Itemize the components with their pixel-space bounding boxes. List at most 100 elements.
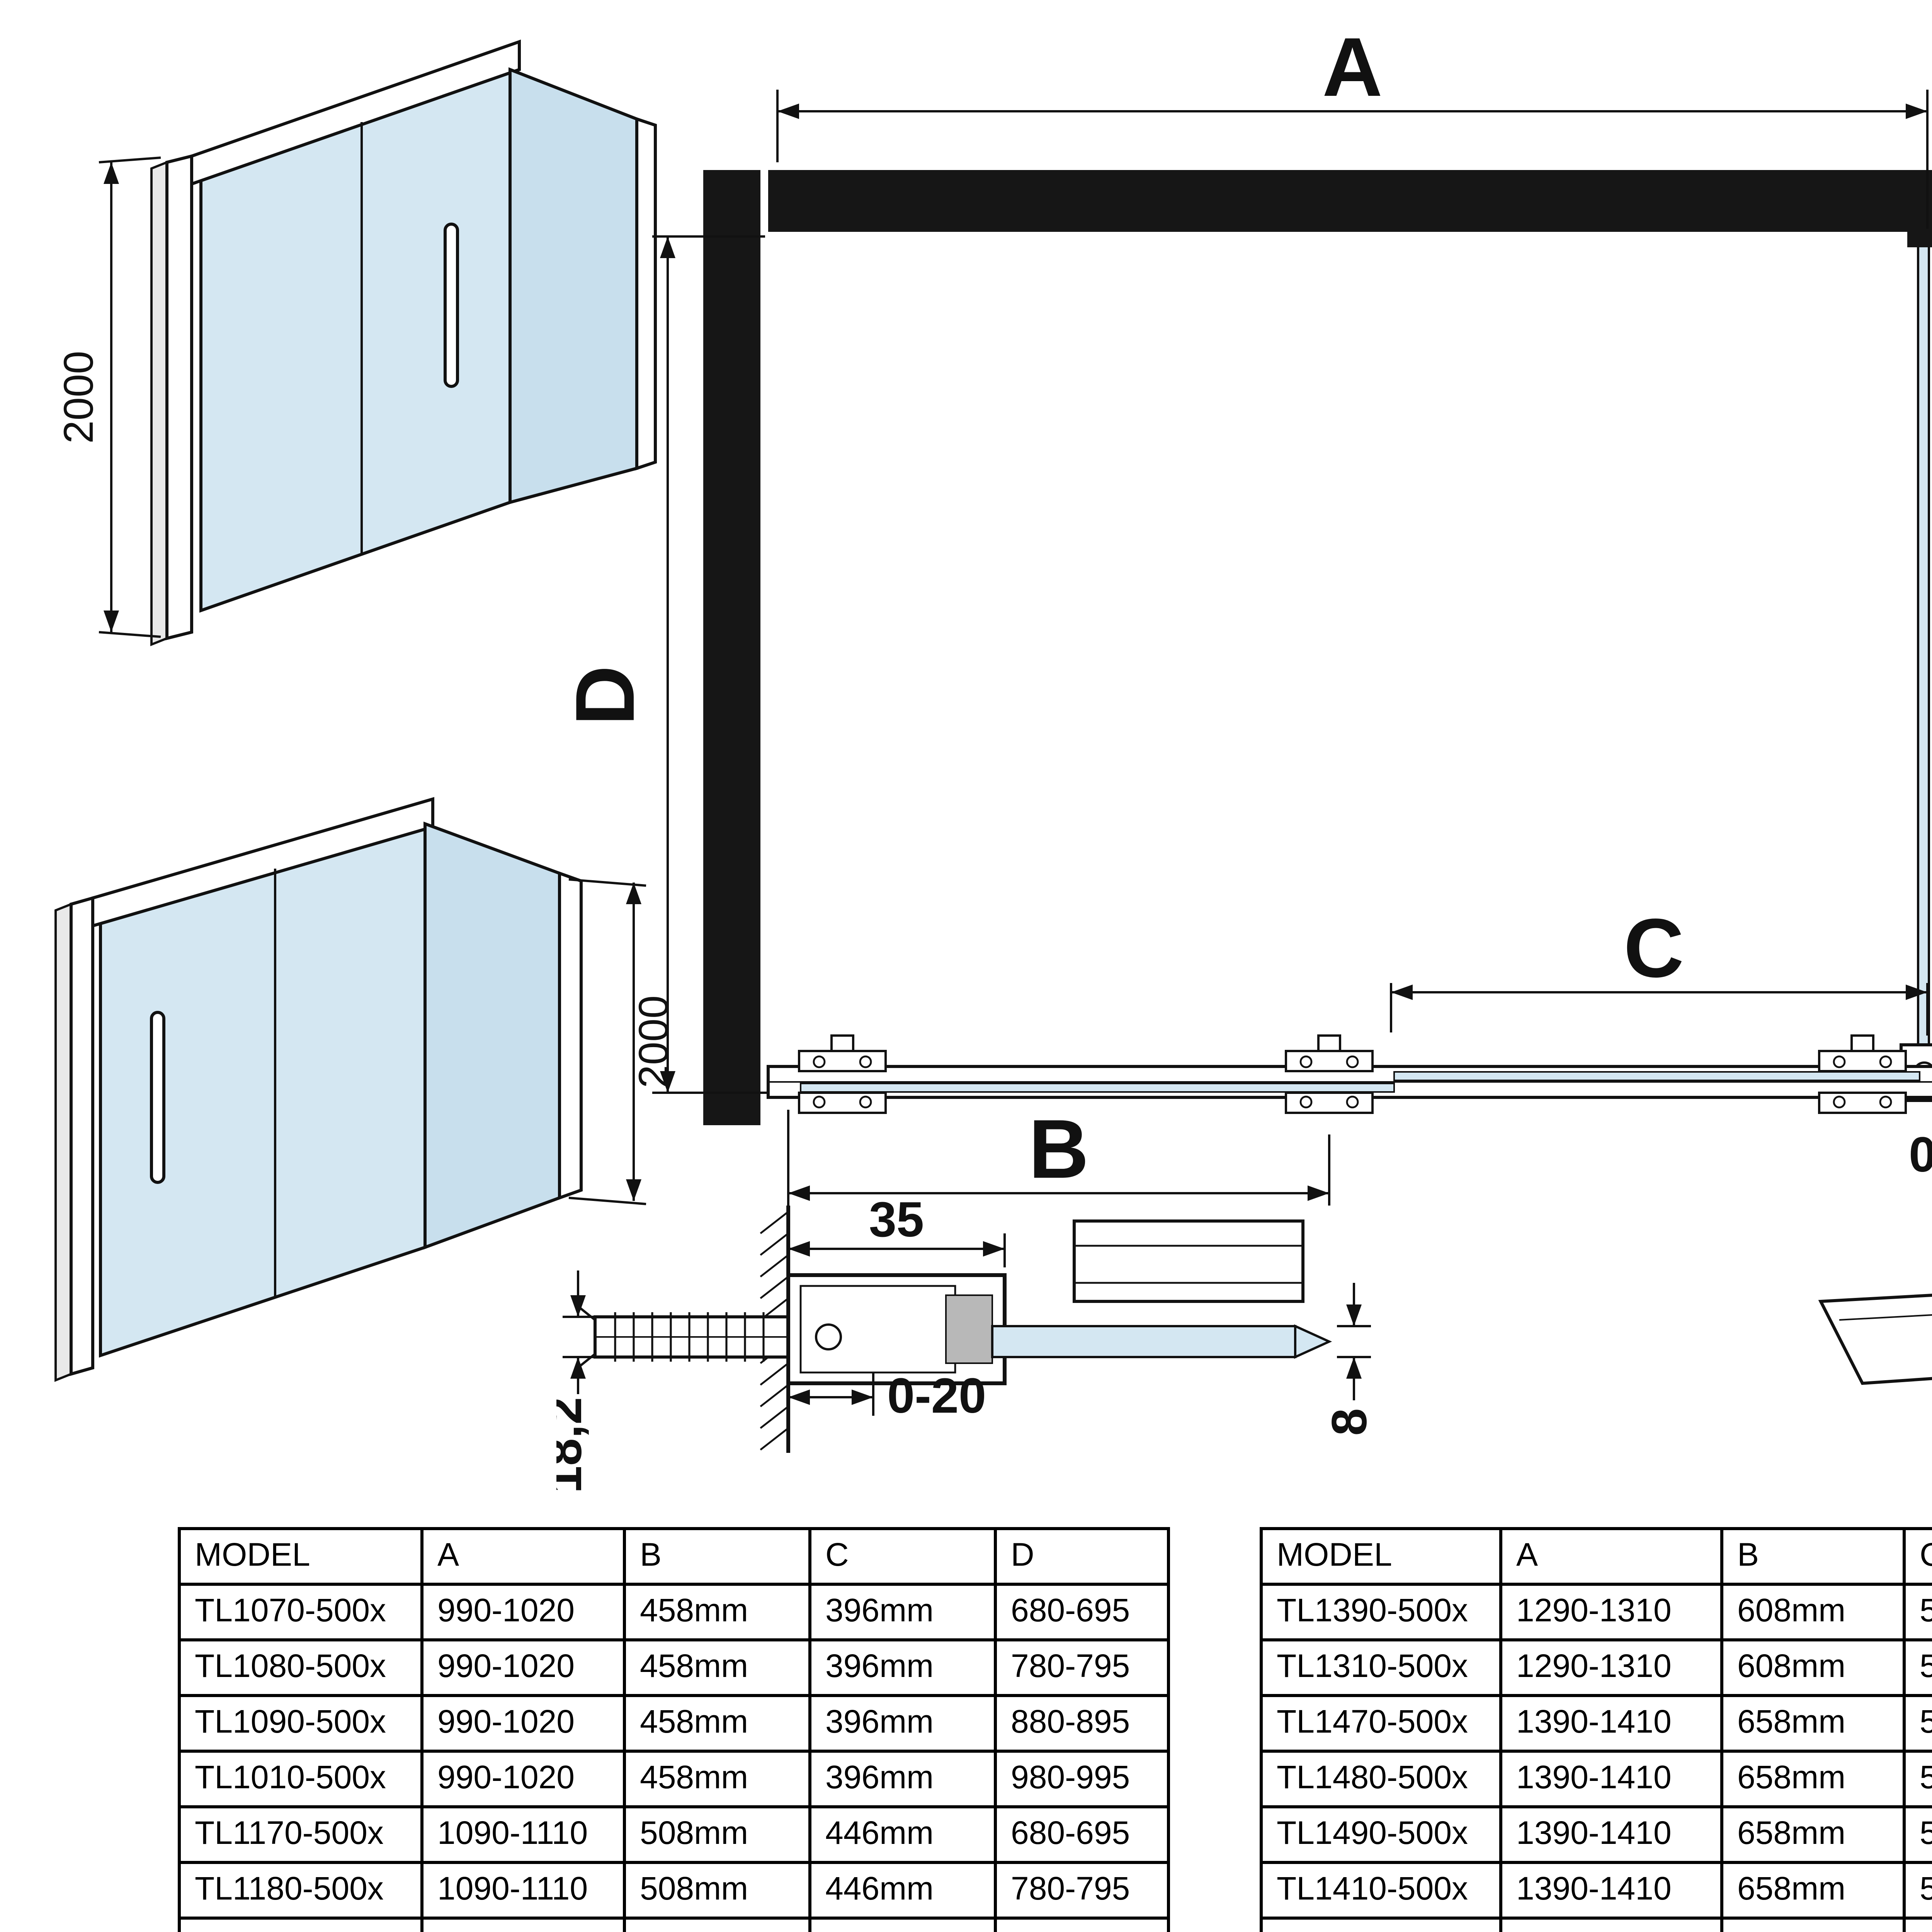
table-cell: 658mm — [1720, 1861, 1906, 1920]
door-handle — [444, 223, 459, 388]
table-cell: 508mm — [623, 1805, 811, 1864]
table-cell: TL1470-500x — [1260, 1694, 1502, 1753]
dimension-table-right: MODELABCDTL1390-500x1290-1310608mm546mm8… — [1260, 1527, 1932, 1932]
dim-label-c: C — [1624, 901, 1684, 995]
floor-profile-section: 18,2 35 0-20 — [556, 1192, 1377, 1493]
plan-view: A D C B — [558, 31, 1932, 1206]
dimension-c: C — [1390, 901, 1929, 1036]
dimension-b: B — [787, 1102, 1330, 1206]
table-cell: 508mm — [623, 1917, 811, 1932]
table-cell: 1490-1510 — [1499, 1917, 1723, 1932]
table-cell: 596mm — [1903, 1750, 1932, 1808]
top-rail — [190, 39, 521, 186]
table-cell: 508mm — [623, 1861, 811, 1920]
table-cell: 608mm — [1720, 1583, 1906, 1641]
table-cell: 1090-1110 — [420, 1805, 626, 1864]
dimension-d: D — [558, 235, 768, 1094]
table-cell: 446mm — [808, 1917, 997, 1932]
table-cell: 708mm — [1720, 1917, 1906, 1932]
table-cell: 596mm — [1903, 1694, 1932, 1753]
glass-section-tip — [1294, 1324, 1332, 1359]
table-cell: 990-1020 — [420, 1750, 626, 1808]
table-cell: TL1190-500x — [178, 1917, 423, 1932]
table-cell: 396mm — [808, 1638, 997, 1697]
table-cell: 990-1020 — [420, 1694, 626, 1753]
table-cell: 1290-1310 — [1499, 1583, 1723, 1641]
table-cell: 458mm — [623, 1638, 811, 1697]
dim-label-35: 35 — [869, 1192, 924, 1247]
table-cell: 458mm — [623, 1750, 811, 1808]
table-cell: TL1180-500x — [178, 1861, 423, 1920]
wall-jamb — [635, 117, 657, 471]
table-cell: 980-995 — [994, 1750, 1170, 1808]
wall-jamb — [165, 154, 193, 641]
iso-view-top: 2000 — [55, 39, 657, 646]
table-cell: 1390-1410 — [1499, 1750, 1723, 1808]
table-header-cell: MODEL — [178, 1527, 423, 1586]
table-header-cell: B — [623, 1527, 811, 1586]
track-profile-section — [786, 1273, 1007, 1385]
table-cell: TL1070-500x — [178, 1583, 423, 1641]
table-cell: 546mm — [1903, 1583, 1932, 1641]
table-cell: 446mm — [808, 1861, 997, 1920]
table-cell: 458mm — [623, 1694, 811, 1753]
table-cell: 1090-1110 — [420, 1861, 626, 1920]
table-cell: 396mm — [808, 1583, 997, 1641]
dimension-8: 8 — [1322, 1283, 1377, 1436]
height-dimension: 2000 — [55, 156, 161, 638]
table-cell: TL1010-500x — [178, 1750, 423, 1808]
table-cell: 608mm — [1720, 1638, 1906, 1697]
dimension-0-20: 0-20 — [1909, 1127, 1932, 1182]
door-glass-plan — [800, 1083, 1395, 1093]
table-cell: 1390-1410 — [1499, 1805, 1723, 1864]
fixed-glass-plan — [1917, 234, 1930, 1089]
wall-jamb — [558, 871, 583, 1200]
dim-label-0-20: 0-20 — [887, 1368, 986, 1423]
table-cell: 658mm — [1720, 1805, 1906, 1864]
door-panel-section — [1073, 1219, 1304, 1303]
table-cell: 1090-1110 — [420, 1917, 626, 1932]
dimension-a: A — [776, 31, 1929, 240]
table-cell: TL1310-500x — [1260, 1638, 1502, 1697]
corner-bracket-detail: 0-20 — [1818, 1127, 1932, 1385]
table-cell: 880-895 — [994, 1694, 1170, 1753]
table-cell: 596mm — [1903, 1861, 1932, 1920]
table-cell: TL1570-500x — [1260, 1917, 1502, 1932]
table-cell: 780-795 — [994, 1861, 1170, 1920]
table-cell: 780-795 — [994, 1638, 1170, 1697]
dim-label-d: D — [558, 665, 651, 726]
table-header-cell: B — [1720, 1527, 1906, 1586]
table-cell: 546mm — [1903, 1638, 1932, 1697]
glass-section — [991, 1325, 1296, 1358]
table-header-cell: MODEL — [1260, 1527, 1502, 1586]
table-cell: 446mm — [808, 1805, 997, 1864]
wall-anchor-dowel — [579, 1306, 811, 1367]
fixed-panel-plan — [1393, 1071, 1920, 1081]
table-cell: 1390-1410 — [1499, 1694, 1723, 1753]
table-cell: 658mm — [1720, 1694, 1906, 1753]
table-cell: 658mm — [1720, 1750, 1906, 1808]
dim-label-0-20: 0-20 — [1909, 1127, 1932, 1182]
table-header-cell: A — [1499, 1527, 1723, 1586]
table-cell: TL1410-500x — [1260, 1861, 1502, 1920]
table-cell: TL1090-500x — [178, 1694, 423, 1753]
side-glass-panel — [423, 821, 561, 1250]
table-cell: 1290-1310 — [1499, 1638, 1723, 1697]
support-arm — [1818, 1294, 1932, 1385]
table-cell: TL1170-500x — [178, 1805, 423, 1864]
dim-label-a: A — [1322, 31, 1383, 114]
